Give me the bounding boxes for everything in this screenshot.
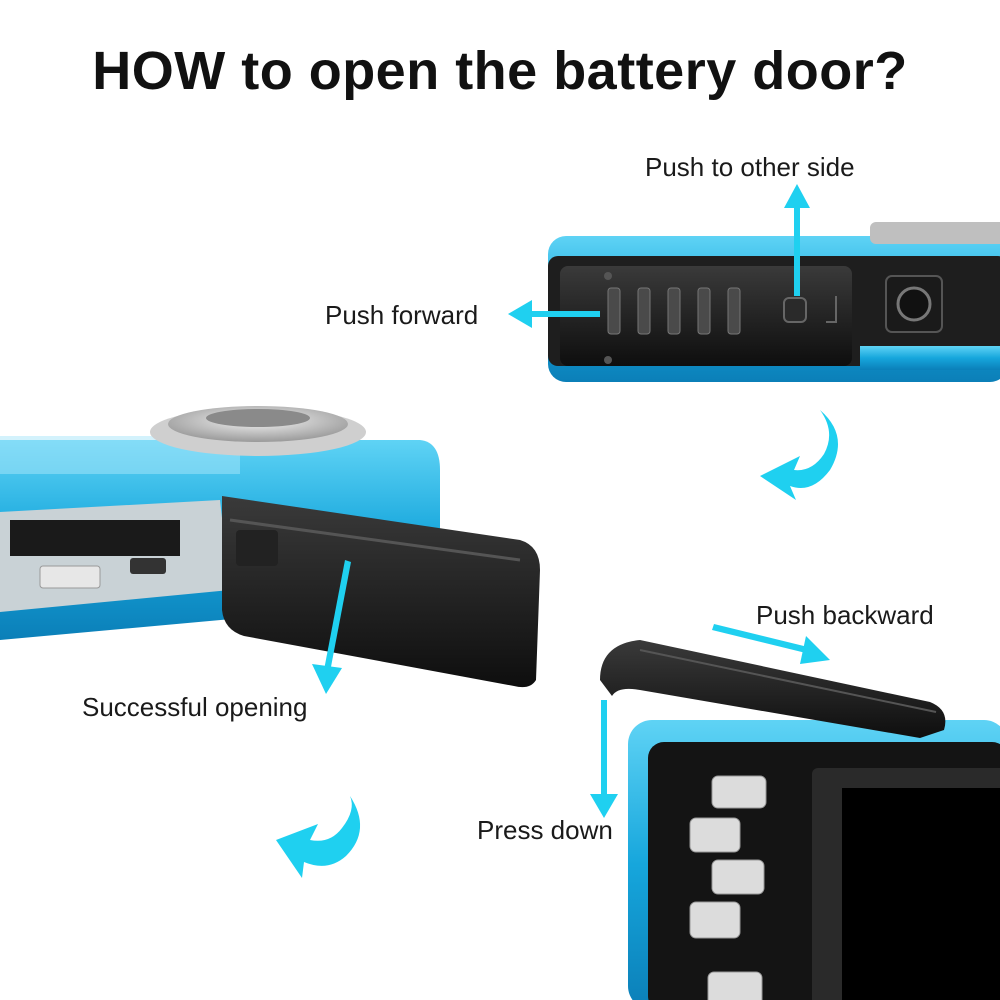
curved-arrow-icon-2 xyxy=(276,796,361,878)
menu-button xyxy=(711,775,767,809)
arrow-press-down-icon xyxy=(590,700,618,818)
page-title: HOW to open the battery door? xyxy=(92,41,908,101)
arrow-left-icon xyxy=(508,300,600,328)
delete-button xyxy=(711,859,765,895)
tripod-socket-icon xyxy=(896,286,932,322)
curved-arrow-icon xyxy=(760,410,838,500)
label-push-forward: Push forward xyxy=(325,300,479,330)
label-push-to-other-side: Push to other side xyxy=(645,152,855,182)
camera-open-door-view xyxy=(0,406,540,688)
lcd-screen xyxy=(842,788,1000,1000)
arrow-down-icon xyxy=(312,560,351,694)
label-successful-opening: Successful opening xyxy=(82,692,308,722)
label-press-down: Press down xyxy=(477,815,613,845)
camera-back-view xyxy=(600,640,1000,1000)
label-push-backward: Push backward xyxy=(756,600,934,630)
arrow-up-icon xyxy=(784,184,810,296)
latch-icon xyxy=(783,297,807,323)
arrow-backward-icon xyxy=(712,624,830,664)
flash-button xyxy=(689,901,741,939)
m-button xyxy=(707,971,763,1000)
battery-door-open xyxy=(222,496,540,688)
usb-port-icon xyxy=(130,558,166,574)
battery-door-lifted xyxy=(600,640,946,738)
mode-button xyxy=(689,817,741,853)
camera-bottom-view xyxy=(548,222,1000,382)
